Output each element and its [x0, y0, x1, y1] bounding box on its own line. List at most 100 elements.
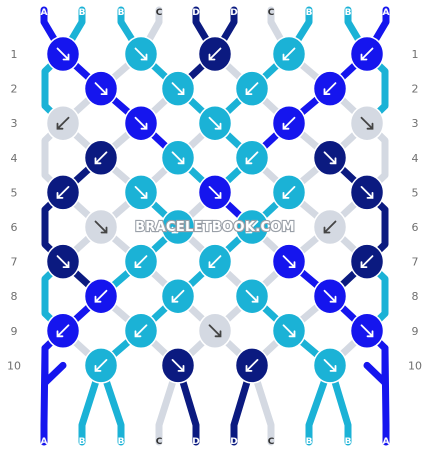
arrow-down-right-icon [56, 255, 70, 268]
knot [123, 312, 159, 350]
bottom-strand-end [326, 361, 352, 446]
arrow-down-right-icon [360, 116, 374, 130]
arrow-down-left-icon [360, 47, 374, 61]
knot [160, 347, 196, 384]
arrow-down-right-icon [56, 47, 70, 61]
knot [197, 312, 233, 350]
row-number-right: 1 [412, 48, 419, 61]
arrow-down-left-icon [94, 359, 108, 372]
row-number-right: 3 [412, 117, 419, 130]
bottom-strand-end [174, 361, 200, 446]
bottom-strand-label: C [268, 437, 275, 447]
arrow-down-left-icon [245, 151, 259, 165]
bottom-strand-end [305, 361, 334, 446]
row-number-left: 8 [11, 290, 18, 303]
arrow-down-left-icon [208, 47, 222, 61]
knot [123, 104, 159, 142]
row-number-left: 7 [11, 256, 18, 269]
row-number-right: 7 [412, 256, 419, 269]
arrow-down-right-icon [208, 324, 222, 338]
arrow-down-left-icon [56, 186, 70, 199]
row-number-left: 10 [7, 359, 21, 372]
knot [160, 139, 196, 177]
knot [234, 139, 270, 177]
knot [160, 277, 196, 315]
watermark: BRACELETBOOK.COM [135, 220, 295, 235]
arrow-down-left-icon [282, 186, 296, 199]
knot [312, 347, 348, 384]
bottom-strand-end [230, 361, 256, 446]
arrow-down-left-icon [171, 289, 185, 303]
arrow-down-right-icon [134, 47, 148, 61]
arrow-down-right-icon [282, 324, 296, 338]
knot [197, 174, 233, 211]
arrow-down-left-icon [245, 359, 259, 372]
bottom-strand-label: B [345, 437, 352, 447]
knot [83, 70, 119, 107]
row-number-right: 5 [412, 186, 419, 199]
top-strand-label: C [156, 8, 163, 18]
arrow-down-left-icon [360, 255, 374, 268]
row-number-right: 4 [412, 152, 419, 165]
arrow-down-left-icon [323, 82, 337, 95]
knot [349, 243, 385, 280]
knot [160, 208, 196, 246]
row-number-left: 5 [11, 186, 18, 199]
row-number-left: 2 [11, 83, 18, 96]
bottom-strand-label: B [306, 437, 313, 447]
arrow-down-right-icon [94, 82, 108, 95]
arrow-down-left-icon [282, 47, 296, 61]
knot [349, 312, 385, 350]
arrow-down-left-icon [56, 116, 70, 130]
knot [271, 312, 307, 350]
knot [234, 70, 270, 107]
arrow-down-left-icon [323, 220, 337, 234]
top-strand-label: A [41, 8, 48, 18]
knot [271, 174, 307, 211]
bottom-strand-label: A [41, 437, 48, 447]
knot [271, 243, 307, 280]
arrow-down-right-icon [171, 82, 185, 95]
knot [234, 347, 270, 384]
arrow-down-right-icon [323, 359, 337, 372]
top-strand-label: D [230, 8, 237, 18]
row-number-left: 9 [11, 325, 18, 338]
knot [197, 104, 233, 142]
bottom-strand-label: A [383, 437, 390, 447]
bottom-strand-label: D [192, 437, 199, 447]
top-strand-label: B [306, 8, 313, 18]
knot [234, 277, 270, 315]
row-number-right: 10 [408, 359, 422, 372]
arrow-down-left-icon [134, 324, 148, 338]
top-strand-label: B [118, 8, 125, 18]
knot [83, 208, 119, 246]
bottom-strand-label: D [230, 437, 237, 447]
arrow-down-left-icon [94, 151, 108, 165]
knot [83, 277, 119, 315]
arrow-down-right-icon [245, 289, 259, 303]
arrow-down-left-icon [56, 324, 70, 338]
arrow-down-right-icon [134, 186, 148, 199]
knot [123, 35, 159, 73]
row-number-left: 1 [11, 48, 18, 61]
bottom-strand-label: C [156, 437, 163, 447]
knot [45, 312, 81, 350]
knot [45, 174, 81, 211]
knot [349, 35, 385, 73]
knot [312, 208, 348, 246]
bottom-strand-end [97, 361, 125, 446]
bottom-strand-end [248, 361, 275, 446]
arrow-down-left-icon [134, 255, 148, 268]
row-number-right: 6 [412, 221, 419, 234]
knot [45, 35, 81, 73]
arrow-down-left-icon [94, 289, 108, 303]
knot [197, 35, 233, 73]
knot [45, 104, 81, 142]
arrow-down-left-icon [171, 220, 185, 234]
row-number-left: 4 [11, 152, 18, 165]
arrow-down-left-icon [245, 82, 259, 95]
knot [83, 347, 119, 384]
knot [349, 104, 385, 142]
knot [197, 243, 233, 280]
top-strand-label: D [192, 8, 199, 18]
